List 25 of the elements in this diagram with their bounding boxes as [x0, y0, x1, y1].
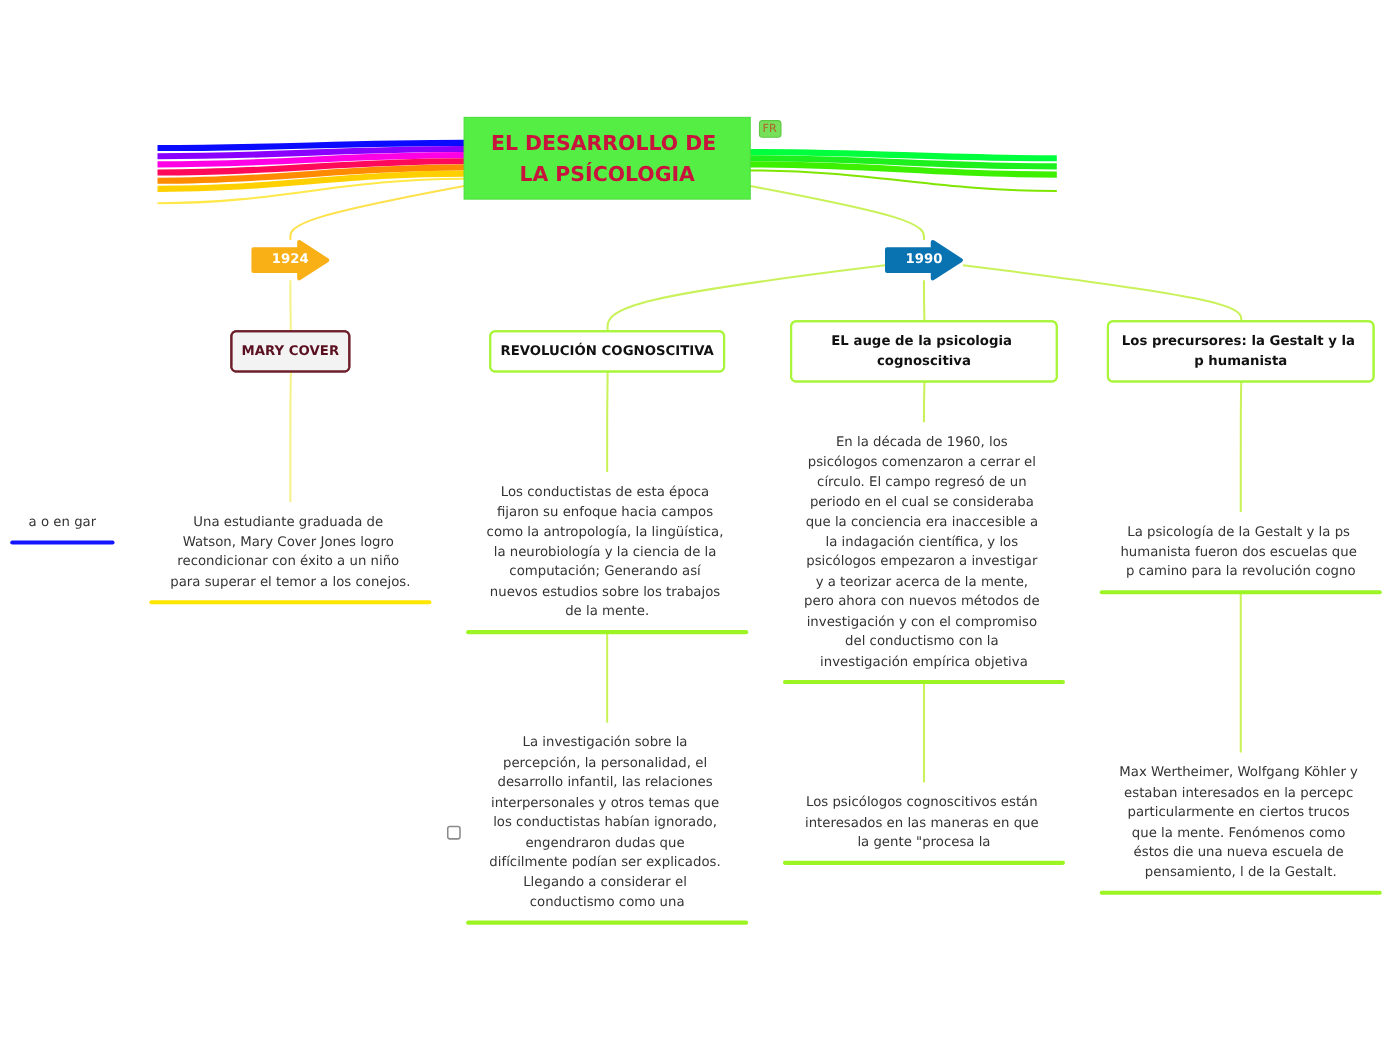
connector-line [606, 264, 886, 332]
connector-line [922, 280, 926, 322]
branch-line [157, 139, 465, 152]
branch-line [157, 152, 465, 168]
branch-line [157, 164, 465, 184]
branch-line [750, 149, 1057, 162]
central-topic-box: EL DESARROLLO DE LA PSÍCOLOGIA [463, 116, 751, 200]
branch-line [157, 170, 465, 192]
branch-line [750, 161, 1057, 178]
connector-line [1239, 382, 1243, 513]
connector-line [1239, 592, 1242, 753]
connector-line [606, 372, 609, 473]
connector-line [962, 264, 1243, 322]
connector-line [289, 280, 292, 332]
branch-line [157, 145, 465, 160]
connector-line [289, 184, 465, 240]
branch-line [157, 158, 465, 176]
connector-line [922, 682, 925, 783]
connector-line [750, 184, 925, 240]
branch-line [750, 169, 1057, 192]
connector-line [922, 382, 926, 423]
branch-line [157, 177, 465, 205]
connector-line [606, 632, 609, 723]
connector-line [289, 372, 292, 503]
branch-line [750, 155, 1057, 170]
